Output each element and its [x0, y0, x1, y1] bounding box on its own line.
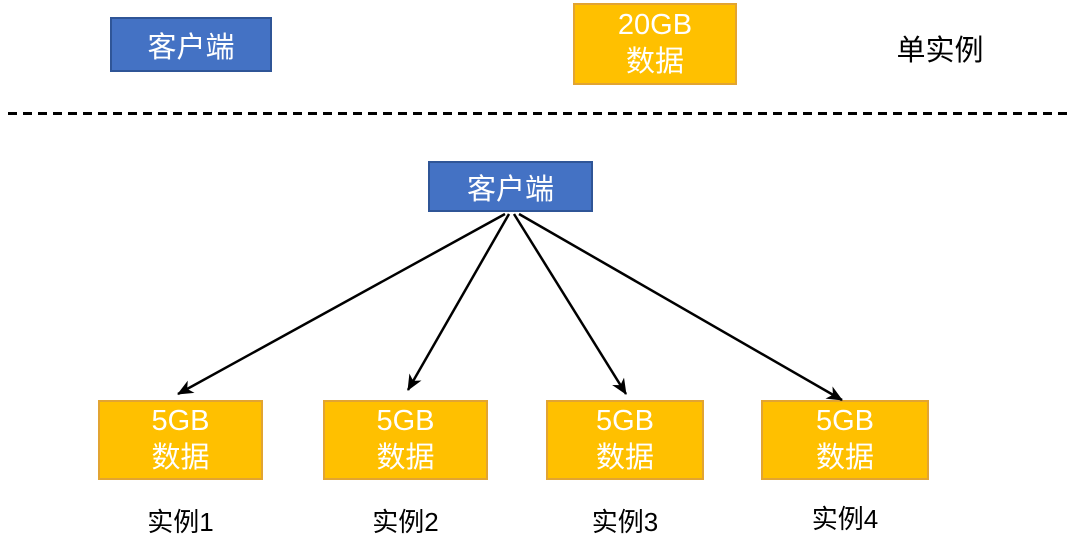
section-divider-dashed-line — [8, 112, 1072, 115]
instance-4-label: 实例4 — [811, 504, 879, 534]
instance-1-label: 实例1 — [147, 507, 214, 537]
instance-2-data-word: 数据 — [376, 442, 435, 474]
arrow-to-instance-4 — [518, 212, 843, 402]
arrow-to-instance-2 — [406, 213, 511, 391]
top-data-node: 20GB 数据 — [573, 3, 737, 85]
instance-1-data-word: 数据 — [151, 442, 210, 474]
instance-4-data-node: 5GB 数据 — [761, 400, 929, 480]
top-data-word: 数据 — [625, 46, 684, 78]
instance-3-data-size: 5GB — [595, 405, 655, 437]
instance-1-data-node: 5GB 数据 — [98, 400, 263, 480]
instance-1-data-size: 5GB — [151, 405, 210, 437]
instance-2-label: 实例2 — [372, 507, 439, 537]
top-data-size: 20GB — [617, 9, 693, 41]
top-client-node: 客户端 — [110, 17, 272, 72]
bottom-client-label: 客户端 — [466, 173, 554, 206]
instance-4-data-size: 5GB — [815, 405, 875, 437]
bottom-client-node: 客户端 — [428, 161, 593, 212]
instance-3-label: 实例3 — [591, 507, 659, 537]
instance-3-data-word: 数据 — [595, 442, 654, 474]
arrow-to-instance-1 — [177, 212, 506, 396]
instance-4-data-word: 数据 — [815, 442, 874, 474]
instance-2-data-node: 5GB 数据 — [323, 400, 488, 480]
top-client-label: 客户端 — [147, 31, 235, 64]
instance-2-data-size: 5GB — [376, 405, 435, 437]
arrow-to-instance-3 — [512, 213, 628, 395]
single-instance-caption: 单实例 — [896, 35, 984, 67]
instance-3-data-node: 5GB 数据 — [546, 400, 704, 480]
